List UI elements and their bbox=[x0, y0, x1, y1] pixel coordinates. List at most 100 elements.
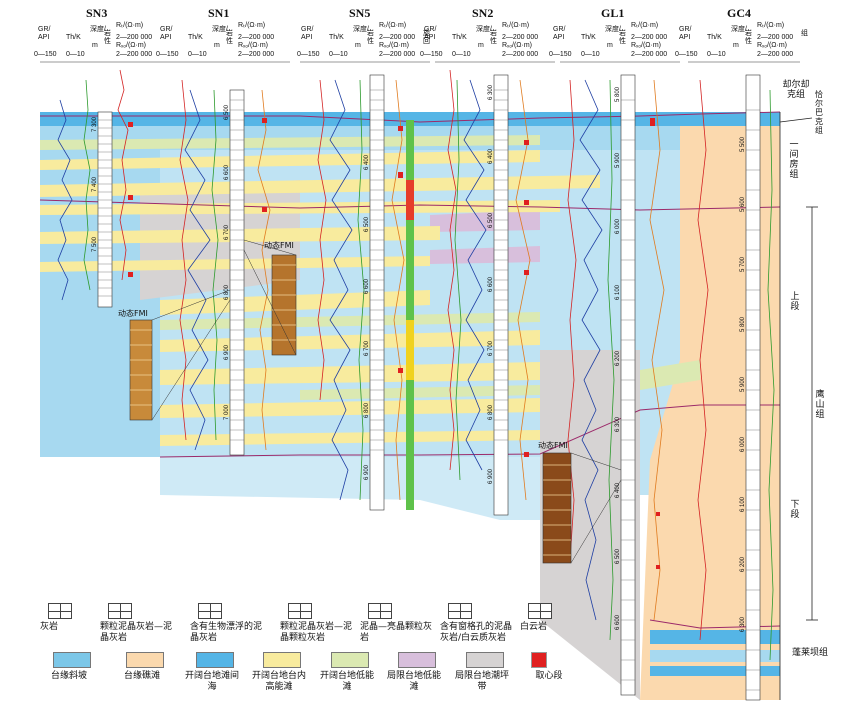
legend-facies-swatch bbox=[398, 652, 436, 668]
formation-boundaries bbox=[39, 111, 781, 629]
legend-lith-label: 灰岩 bbox=[40, 622, 59, 632]
log-curves bbox=[57, 69, 775, 661]
legend-facies-label: 台缘礁滩 bbox=[123, 671, 160, 681]
legend-facies-label: 局限台地潮坪带 bbox=[454, 671, 509, 692]
sn2-rt-range: 2—200 000 bbox=[502, 34, 539, 41]
legend-facies-label: 开阔台地台内高能滩 bbox=[251, 671, 306, 692]
legend-lith-swatch bbox=[448, 603, 472, 619]
sn3-rxo-label: Rₓₒ/(Ω·m) bbox=[116, 42, 146, 49]
gl1-gr-label: GR/ bbox=[553, 26, 566, 33]
gc4-lith-label: 岩性 bbox=[745, 30, 752, 45]
strat-yingshan: 鹰山组 bbox=[815, 390, 825, 420]
depth-tick-gc4: 5 900 bbox=[740, 376, 746, 392]
sn3-gr-unit: API bbox=[38, 34, 50, 41]
gc4-rt-range: 2—200 000 bbox=[757, 34, 794, 41]
sn1-gr-range: 0—150 bbox=[156, 51, 179, 58]
gc4-strat-bracket bbox=[779, 112, 818, 700]
sn3-rt-label: Rₜ/(Ω·m) bbox=[116, 22, 144, 29]
sn1-depth-label: 深度/ bbox=[212, 26, 228, 33]
gl1-gr-range: 0—150 bbox=[549, 51, 572, 58]
depth-tick-sn1: 6 600 bbox=[224, 164, 230, 180]
gc4-rxo-range: 2—200 000 bbox=[757, 51, 794, 58]
strat-qiaerbake: 恰尔巴克组 bbox=[815, 90, 823, 135]
depth-tick-gl1: 6 000 bbox=[615, 218, 621, 234]
depth-tick-sn1: 6 700 bbox=[224, 224, 230, 240]
sn1-depth-unit: m bbox=[214, 42, 220, 49]
depth-tick-gc4: 5 800 bbox=[740, 316, 746, 332]
legend-lith-swatch bbox=[198, 603, 222, 619]
sn5-gr-label: GR/ bbox=[301, 26, 314, 33]
depth-tick-gc4: 5 600 bbox=[740, 196, 746, 212]
well-column-texture bbox=[98, 89, 760, 691]
legend-facies-label: 开阔台地滩间海 bbox=[184, 671, 239, 692]
depth-tick-sn2: 6 600 bbox=[488, 276, 494, 292]
legend-facies-swatch bbox=[331, 652, 369, 668]
legend-lith-swatch bbox=[528, 603, 552, 619]
sn1-rt-range: 2—200 000 bbox=[238, 34, 275, 41]
gc4-group-label: 组 bbox=[801, 30, 808, 37]
depth-tick-gl1: 6 500 bbox=[615, 548, 621, 564]
fmi-label-gl1: 动态FMI bbox=[538, 441, 568, 450]
depth-tick-sn1: 7 000 bbox=[224, 404, 230, 420]
strat-upper: 上段 bbox=[790, 292, 800, 312]
gc4-gr-range: 0—150 bbox=[675, 51, 698, 58]
gl1-rxo-range: 2—200 000 bbox=[631, 51, 668, 58]
depth-tick-sn3: 7 300 bbox=[92, 116, 98, 132]
sn3-depth-unit: m bbox=[92, 42, 98, 49]
sn3-gr-label: GR/ bbox=[38, 26, 51, 33]
sn1-gr-unit: API bbox=[160, 34, 172, 41]
sn2-rt-label: Rₜ/(Ω·m) bbox=[502, 22, 530, 29]
gl1-depth-label: 深度/ bbox=[605, 26, 621, 33]
well-title-sn2: SN2 bbox=[472, 6, 494, 20]
depth-tick-gc4: 6 100 bbox=[740, 496, 746, 512]
strat-querqueke: 却尔却克组 bbox=[782, 80, 810, 100]
sn5-rxo-label: Rₓₒ/(Ω·m) bbox=[379, 42, 409, 49]
legend-lith-label: 含有生物漂浮的泥晶灰岩 bbox=[190, 622, 263, 643]
sn3-gr-range: 0—150 bbox=[34, 51, 57, 58]
sn1-thk-range: 0—10 bbox=[188, 51, 207, 58]
depth-tick-gl1: 6 200 bbox=[615, 350, 621, 366]
legend-lith-swatch bbox=[48, 603, 72, 619]
legend-lith-label: 颗粒泥晶灰岩—泥晶灰岩 bbox=[100, 622, 173, 643]
sn3-rxo-range: 2—200 000 bbox=[116, 51, 153, 58]
sn5-cycle-label: 旋回 bbox=[423, 30, 430, 45]
depth-tick-sn2: 6 900 bbox=[488, 468, 494, 484]
depth-tick-sn5: 6 800 bbox=[364, 402, 370, 418]
legend-lith-swatch bbox=[368, 603, 392, 619]
depth-tick-gl1: 5 900 bbox=[615, 152, 621, 168]
depth-tick-sn5: 6 600 bbox=[364, 278, 370, 294]
sn5-thk-range: 0—10 bbox=[329, 51, 348, 58]
legend-facies-label: 开阔台地低能滩 bbox=[319, 671, 374, 692]
depth-tick-gc4: 6 000 bbox=[740, 436, 746, 452]
depth-tick-gc4: 5 700 bbox=[740, 256, 746, 272]
gc4-gr-unit: API bbox=[679, 34, 691, 41]
sn5-rt-range: 2—200 000 bbox=[379, 34, 416, 41]
gl1-lith-label: 岩性 bbox=[619, 30, 626, 45]
legend-facies-label: 台缘斜坡 bbox=[50, 671, 87, 681]
gc4-depth-label: 深度/ bbox=[731, 26, 747, 33]
sn5-gr-range: 0—150 bbox=[297, 51, 320, 58]
legend-lith-label: 泥晶—亮晶颗粒灰岩 bbox=[360, 622, 433, 643]
depth-tick-sn5: 6 700 bbox=[364, 340, 370, 356]
depth-tick-gl1: 6 400 bbox=[615, 482, 621, 498]
depth-tick-sn1: 6 500 bbox=[224, 104, 230, 120]
well-columns bbox=[97, 74, 761, 701]
legend-lith-swatch bbox=[288, 603, 312, 619]
gl1-thk-range: 0—10 bbox=[581, 51, 600, 58]
fmi-images bbox=[129, 239, 622, 564]
legend-facies-swatch bbox=[263, 652, 301, 668]
legend-facies-swatch bbox=[126, 652, 164, 668]
legend-facies-swatch bbox=[53, 652, 91, 668]
sn1-rxo-range: 2—200 000 bbox=[238, 51, 275, 58]
gl1-rt-range: 2—200 000 bbox=[631, 34, 668, 41]
depth-tick-gl1: 6 600 bbox=[615, 614, 621, 630]
sn1-rt-label: Rₜ/(Ω·m) bbox=[238, 22, 266, 29]
sn5-lith-label: 岩性 bbox=[367, 30, 374, 45]
gl1-depth-unit: m bbox=[607, 42, 613, 49]
depth-tick-gc4: 6 200 bbox=[740, 556, 746, 572]
depth-tick-sn1: 6 900 bbox=[224, 344, 230, 360]
sn2-gr-range: 0—150 bbox=[420, 51, 443, 58]
sn2-rxo-range: 2—200 000 bbox=[502, 51, 539, 58]
gl1-rxo-label: Rₓₒ/(Ω·m) bbox=[631, 42, 661, 49]
